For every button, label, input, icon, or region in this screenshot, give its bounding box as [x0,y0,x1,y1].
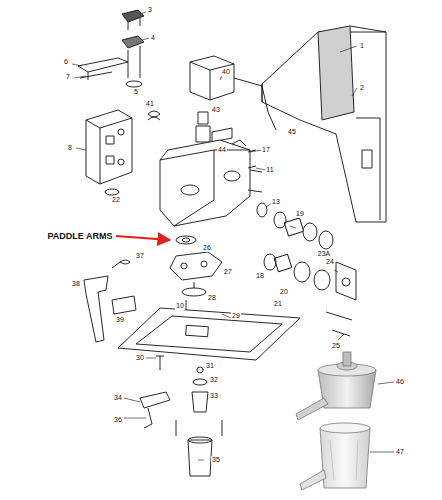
callout-number: 28 [207,294,217,302]
callout-number: 22 [111,196,121,204]
callout-number: 1 [359,42,365,50]
callout-number: 45 [287,128,297,136]
callout-number: 19 [295,210,305,218]
callout-number: 34 [113,394,123,402]
callout-number: 17 [261,146,271,154]
callout-number: 11 [265,166,274,174]
callout-number: 7 [65,73,71,81]
callout-number: 27 [223,268,233,276]
callout-number: 18 [255,272,265,280]
callout-number: 5 [133,88,139,96]
callout-number: 4 [150,34,156,42]
callout-number: 33 [209,392,219,400]
callout-number: 39 [115,316,125,324]
callout-number: 31 [205,362,215,370]
callout-number: 29 [231,312,241,320]
callout-number: 44 [217,146,227,154]
callout-number: 10 [175,302,185,310]
callout-number: 40 [221,68,231,76]
callout-number: 2 [359,84,365,92]
callout-number: 13 [271,198,281,206]
callout-number: 21 [273,300,283,308]
callout-number: 25 [331,342,341,350]
callout-number: 23A [317,250,331,258]
callout-number: 32 [209,376,219,384]
callout-number: 35 [211,456,221,464]
pointer-arrow [116,236,170,240]
callout-number: 36 [113,416,123,424]
callout-number: 6 [63,58,69,66]
callout-number: 24 [325,258,335,266]
part-label: PADDLE ARMS [46,231,115,241]
callout-number: 26 [202,244,212,252]
callout-number: 46 [395,378,405,386]
callout-number: 43 [211,106,221,114]
callout-number: 47 [395,448,405,456]
callout-number: 38 [71,280,81,288]
callout-number: 37 [135,252,145,260]
callout-number: 30 [135,354,145,362]
callout-number: 20 [279,288,289,296]
callout-number: 8 [67,144,73,152]
callout-number: 41 [145,100,155,108]
callout-number: 3 [147,6,153,14]
